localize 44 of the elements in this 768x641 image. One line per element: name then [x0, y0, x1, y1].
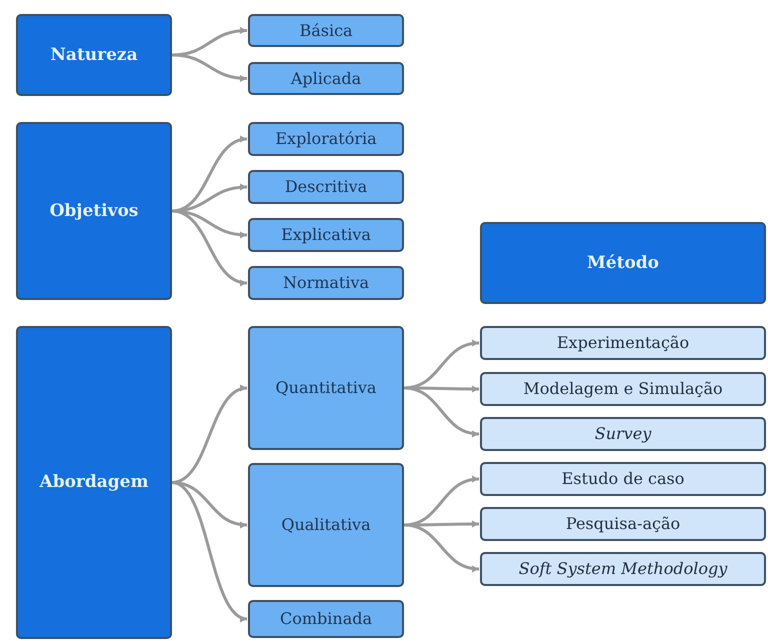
option-box: [248, 600, 404, 638]
option-box: [248, 14, 404, 47]
arrow: [172, 54, 248, 82]
box-label: Básica: [299, 20, 353, 40]
category-box: [480, 222, 766, 304]
method-box: [480, 462, 766, 496]
option-box: [248, 170, 404, 204]
box-label: Descritiva: [284, 177, 368, 197]
method-box: [480, 552, 766, 586]
box-label: Natureza: [50, 44, 138, 66]
box-label: Objetivos: [50, 200, 138, 222]
box-label: Aplicada: [290, 68, 362, 88]
box-label: Pesquisa-ação: [566, 514, 680, 534]
option-box: [248, 266, 404, 300]
category-box: [16, 14, 172, 96]
category-box: [16, 122, 172, 300]
box-label: Combinada: [280, 609, 372, 629]
box-label: Qualitativa: [281, 515, 371, 535]
arrow: [172, 481, 248, 620]
box-label: Survey: [594, 424, 652, 444]
method-box: [480, 507, 766, 541]
arrow: [172, 481, 248, 528]
arrow: [404, 386, 480, 437]
box-label: Modelagem e Simulação: [523, 379, 723, 399]
box-label: Método: [586, 252, 660, 274]
box-label: Estudo de caso: [562, 469, 684, 489]
method-box: [480, 372, 766, 406]
option-box: [248, 218, 404, 252]
box-label: Exploratória: [275, 129, 377, 149]
box-label: Quantitativa: [276, 378, 376, 398]
option-box: [248, 463, 404, 587]
option-box: [248, 326, 404, 450]
box-label: Abordagem: [40, 472, 148, 493]
option-box: [248, 62, 404, 95]
box-label: Explicativa: [281, 225, 371, 245]
method-box: [480, 326, 766, 360]
arrow: [172, 210, 248, 286]
arrow: [404, 524, 480, 572]
option-box: [248, 122, 404, 156]
category-box: [16, 326, 172, 639]
method-box: [480, 417, 766, 451]
box-label: Soft System Methodology: [518, 559, 728, 579]
box-label: Experimentação: [556, 333, 690, 353]
box-label: Normativa: [282, 273, 370, 293]
